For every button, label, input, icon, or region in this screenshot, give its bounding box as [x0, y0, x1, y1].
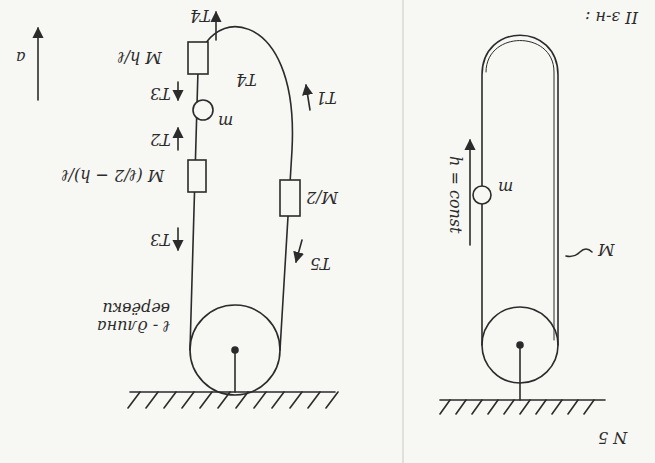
handwritten-label: M (ℓ/2 − h)/ℓ	[62, 166, 164, 184]
sketch-stroke	[38, 0, 605, 463]
sketch-stroke	[177, 82, 179, 100]
handwritten-label: T2	[150, 130, 171, 148]
handwritten-label: T3	[150, 84, 171, 102]
acceleration-arrow	[37, 28, 39, 100]
sketch-stroke	[296, 240, 302, 262]
force-arrows	[178, 12, 310, 262]
sketch-stroke	[440, 400, 594, 414]
rope-segment-block	[188, 160, 206, 192]
handwritten-label: h = const	[446, 156, 464, 233]
sketch-stroke	[234, 350, 236, 392]
left-pulley	[190, 305, 280, 395]
handwritten-label: M/2	[306, 188, 338, 206]
sketch-stroke	[190, 305, 280, 395]
handwritten-label: T4	[190, 6, 211, 24]
sketch-stroke	[130, 391, 335, 393]
sketch-stroke	[177, 128, 179, 150]
sketch-stroke	[519, 345, 521, 400]
right-ground	[440, 400, 605, 414]
handwritten-label: m	[498, 178, 513, 196]
handwritten-label: N 5	[598, 428, 627, 446]
rope-loop	[482, 35, 558, 345]
handwritten-label: T5	[310, 254, 331, 272]
handwritten-label: ℓ - длина верёвки	[70, 300, 170, 335]
handwritten-label: M	[598, 240, 614, 258]
page-divider	[403, 0, 404, 463]
height-arrow	[469, 140, 471, 245]
handwritten-label: T3	[150, 230, 171, 248]
sketch-stroke	[306, 85, 310, 110]
handwritten-label: M h/ℓ	[118, 48, 162, 66]
rope-segment-block	[280, 180, 300, 216]
handwritten-label: T1	[316, 88, 337, 106]
right-pulley	[482, 307, 558, 400]
rope-segment-block	[188, 42, 208, 74]
handwritten-label: m	[218, 112, 233, 130]
handwritten-label: T4	[236, 70, 257, 88]
sketch-stroke	[128, 392, 338, 408]
handwritten-label: II з-н :	[585, 8, 638, 26]
left-ground	[128, 392, 338, 408]
bead	[473, 186, 491, 204]
rope-loop-inner	[486, 41, 554, 341]
leader-tilde	[566, 249, 592, 257]
handwritten-label: a	[16, 48, 26, 66]
sketch-stroke	[177, 228, 179, 250]
sketch-stroke	[215, 12, 217, 40]
bead	[193, 100, 213, 120]
